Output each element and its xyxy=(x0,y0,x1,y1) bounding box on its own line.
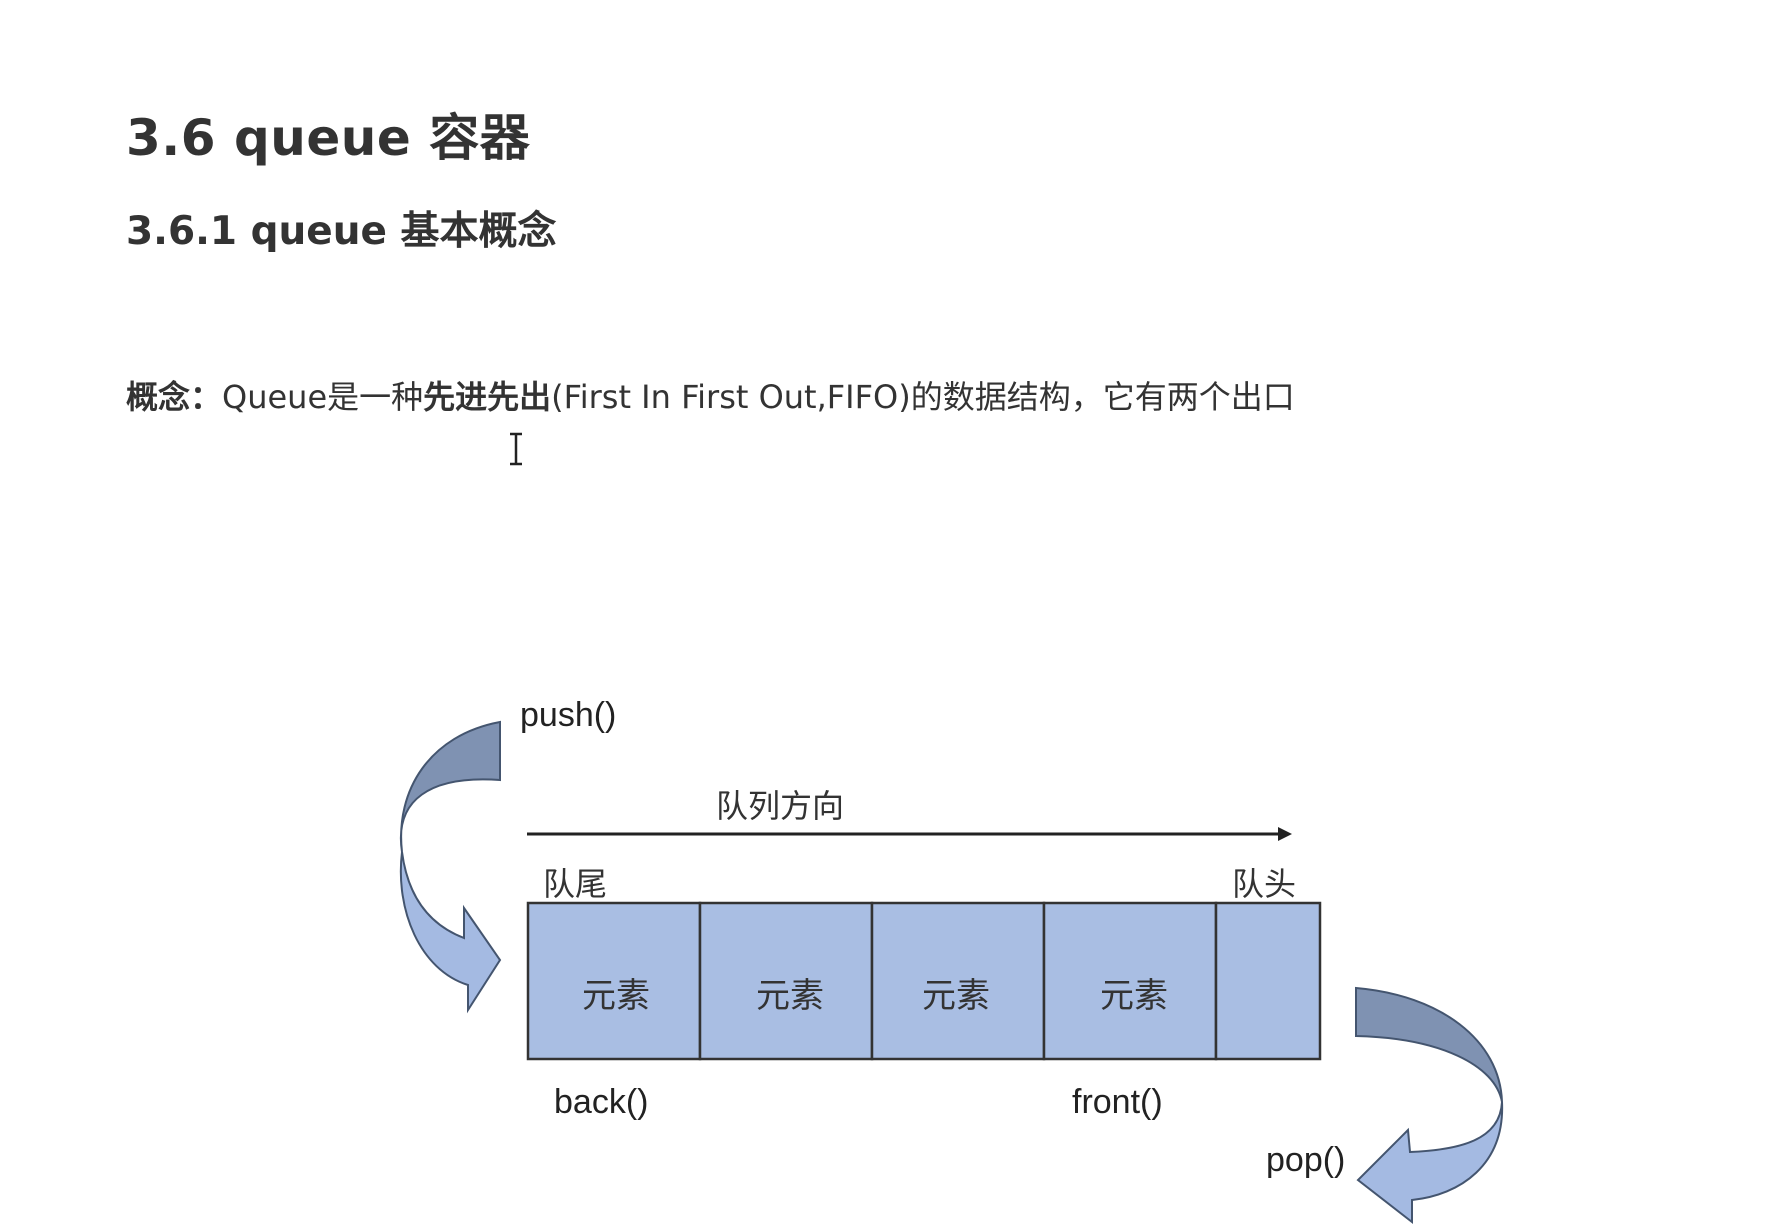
page-title: 3.6 queue 容器 xyxy=(126,109,531,167)
tail-label: 队尾 xyxy=(543,865,608,903)
concept-text-after: (First In First Out,FIFO)的数据结构，它有两个出口 xyxy=(551,378,1295,416)
queue-cell xyxy=(870,901,1046,1061)
concept-label: 概念： xyxy=(126,378,223,416)
queue-cell xyxy=(698,901,874,1061)
queue-cells xyxy=(526,901,1322,1061)
pop-curved-arrow-icon xyxy=(1355,986,1504,1225)
concept-text-before: Queue是一种 xyxy=(222,378,424,416)
queue-cell xyxy=(526,901,702,1061)
cell-label: 元素 xyxy=(756,976,824,1016)
queue-cell xyxy=(1042,901,1218,1061)
text-cursor-icon xyxy=(510,432,522,466)
cell-label: 元素 xyxy=(582,976,650,1016)
back-label: back() xyxy=(554,1083,649,1121)
direction-arrow-icon xyxy=(527,827,1292,841)
push-label: push() xyxy=(520,696,617,734)
queue-cell xyxy=(1214,901,1322,1061)
concept-bold-text: 先进先出 xyxy=(423,378,552,416)
section-title: 3.6.1 queue 基本概念 xyxy=(126,209,557,254)
pop-label: pop() xyxy=(1266,1141,1346,1179)
push-curved-arrow-icon xyxy=(399,720,502,1014)
front-label: front() xyxy=(1072,1083,1163,1121)
cell-label: 元素 xyxy=(1100,976,1168,1016)
cell-label: 元素 xyxy=(922,976,990,1016)
head-label: 队头 xyxy=(1232,865,1297,903)
concept-paragraph: 概念：Queue是一种先进先出(First In First Out,FIFO)… xyxy=(126,372,1295,418)
direction-label: 队列方向 xyxy=(716,787,845,825)
